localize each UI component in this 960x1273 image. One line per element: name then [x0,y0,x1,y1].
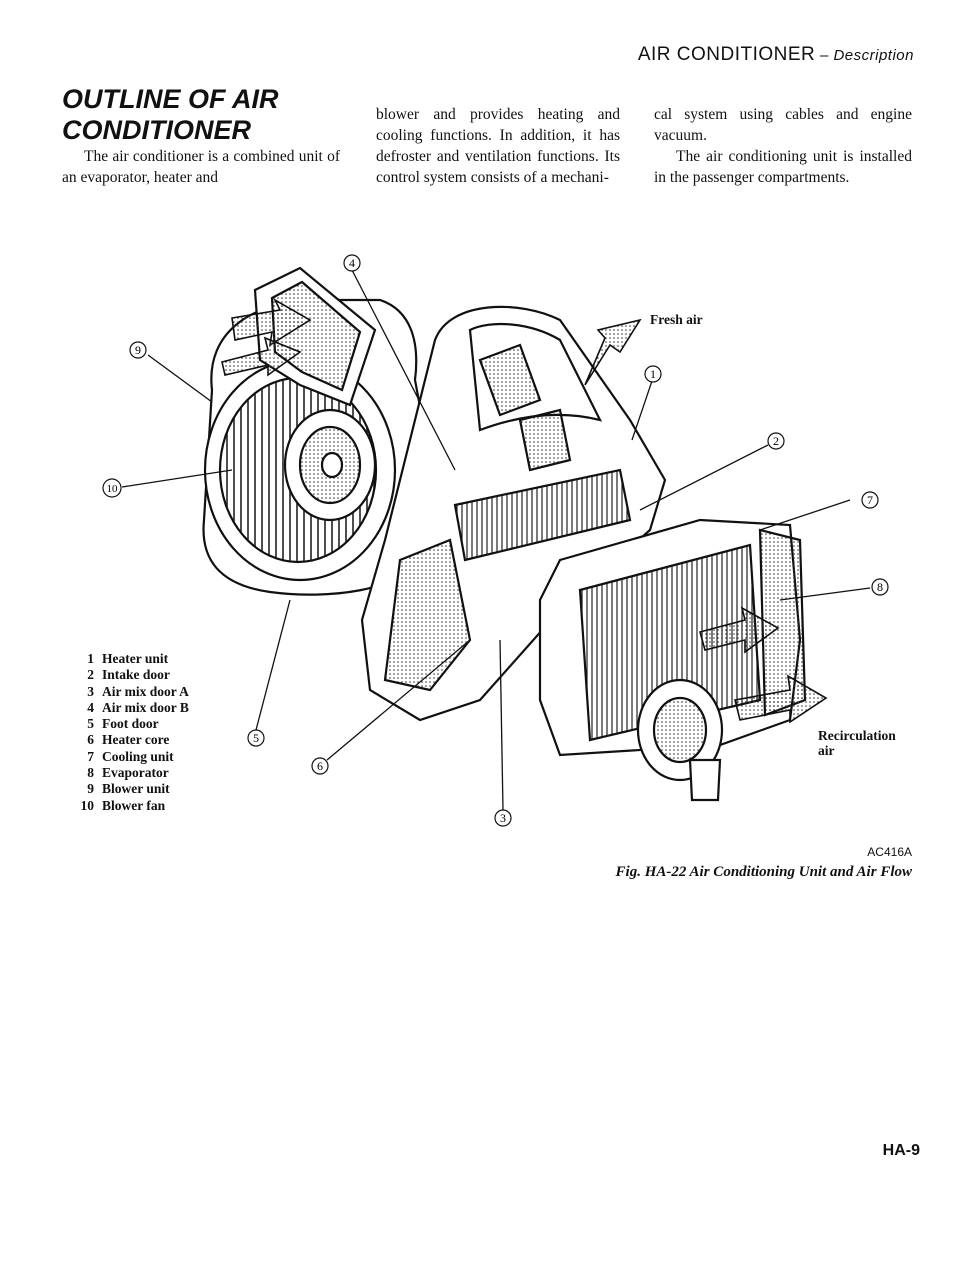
fresh-air-label: Fresh air [650,312,703,327]
legend-number: 5 [87,716,94,732]
callout-6: 6 [311,757,329,775]
legend-number: 9 [87,781,94,797]
legend-item: 6 Heater core [74,732,189,748]
legend-item: 7 Cooling unit [74,749,189,765]
callouts: 1 2 3 4 5 6 7 8 9 10 [102,254,889,827]
paragraph-install: The air conditioning unit is installed i… [654,148,912,186]
airflow-arrows [221,297,828,724]
recirculation-label-line2: air [818,743,835,758]
legend-item: 2 Intake door [74,667,189,683]
callout-3-text: 3 [500,811,506,825]
callout-2-text: 2 [773,434,779,448]
callout-8: 8 [871,578,889,596]
legend-label: Heater core [102,732,170,748]
callout-7: 7 [861,491,879,509]
legend-item: 5 Foot door [74,716,189,732]
callout-1: 1 [644,365,662,383]
header-title: AIR CONDITIONER [637,44,816,65]
callout-2: 2 [767,432,785,450]
legend-item: 10 Blower fan [74,798,189,814]
callout-4: 4 [343,254,361,272]
callout-5: 5 [247,729,265,747]
legend-number: 6 [87,732,94,748]
callout-9-text: 9 [135,343,141,357]
callout-6-text: 6 [317,759,323,773]
callout-7-text: 7 [867,493,873,507]
heater-unit [360,305,667,722]
figure-caption: Fig. HA-22 Air Conditioning Unit and Air… [615,864,912,880]
legend-item: 3 Air mix door A [74,684,189,700]
legend-item: 1 Heater unit [74,651,189,667]
legend-number: 8 [87,765,94,781]
legend-number: 1 [87,651,94,666]
legend-label: Heater unit [102,651,169,666]
legend-label: Intake door [102,667,170,683]
legend-label: Air mix door B [102,699,189,715]
paragraph-control: cal system using cables and engine vacuu… [654,106,912,144]
legend-number: 3 [87,683,94,699]
running-header: AIR CONDITIONER – Description [638,44,914,66]
legend-item: 8 Evaporator [74,765,189,781]
legend-number: 4 [87,699,94,715]
callout-4-text: 4 [349,256,355,270]
legend-label: Foot door [102,716,159,732]
paragraph-intro: The air conditioner is a combined unit o… [62,148,340,186]
callout-10: 10 [102,478,122,498]
legend-label: Air mix door A [102,683,189,699]
legend-item: 9 Blower unit [74,781,189,797]
callout-8-text: 8 [877,580,883,594]
callout-10-text: 10 [107,483,119,495]
body-column-2: blower and provides heating and cooling … [376,104,620,188]
page-number: HA-9 [882,1142,920,1159]
ac-unit-illustration: 1 2 3 4 5 6 7 8 9 10 [102,254,889,827]
cooling-unit [538,518,807,802]
legend-number: 2 [87,667,94,683]
legend-label: Cooling unit [102,748,174,764]
header-subtitle: – Description [815,47,914,64]
callout-1-text: 1 [650,367,656,381]
paragraph-continued: blower and provides heating and cooling … [376,106,620,186]
recirculation-air-label: Recirculation air [818,728,896,758]
body-column-1: The air conditioner is a combined unit o… [62,146,340,188]
legend-item: 4 Air mix door B [74,700,189,716]
legend-label: Blower fan [102,797,166,813]
leader-lines [121,269,871,811]
legend-number: 7 [87,748,94,764]
callout-9: 9 [129,341,147,359]
body-column-3: cal system using cables and engine vacuu… [654,104,912,188]
recirculation-label-line1: Recirculation [818,728,896,743]
legend-label: Evaporator [102,765,169,781]
legend-number: 10 [80,797,95,813]
callout-5-text: 5 [253,731,259,745]
section-title: OUTLINE OF AIR CONDITIONER [62,84,279,146]
section-title-line2: CONDITIONER [62,115,251,145]
intake-duct [253,266,377,407]
section-title-line1: OUTLINE OF AIR [62,84,279,114]
callout-3: 3 [494,809,512,827]
legend-label: Blower unit [102,781,170,797]
figure-code: AC416A [867,845,912,859]
